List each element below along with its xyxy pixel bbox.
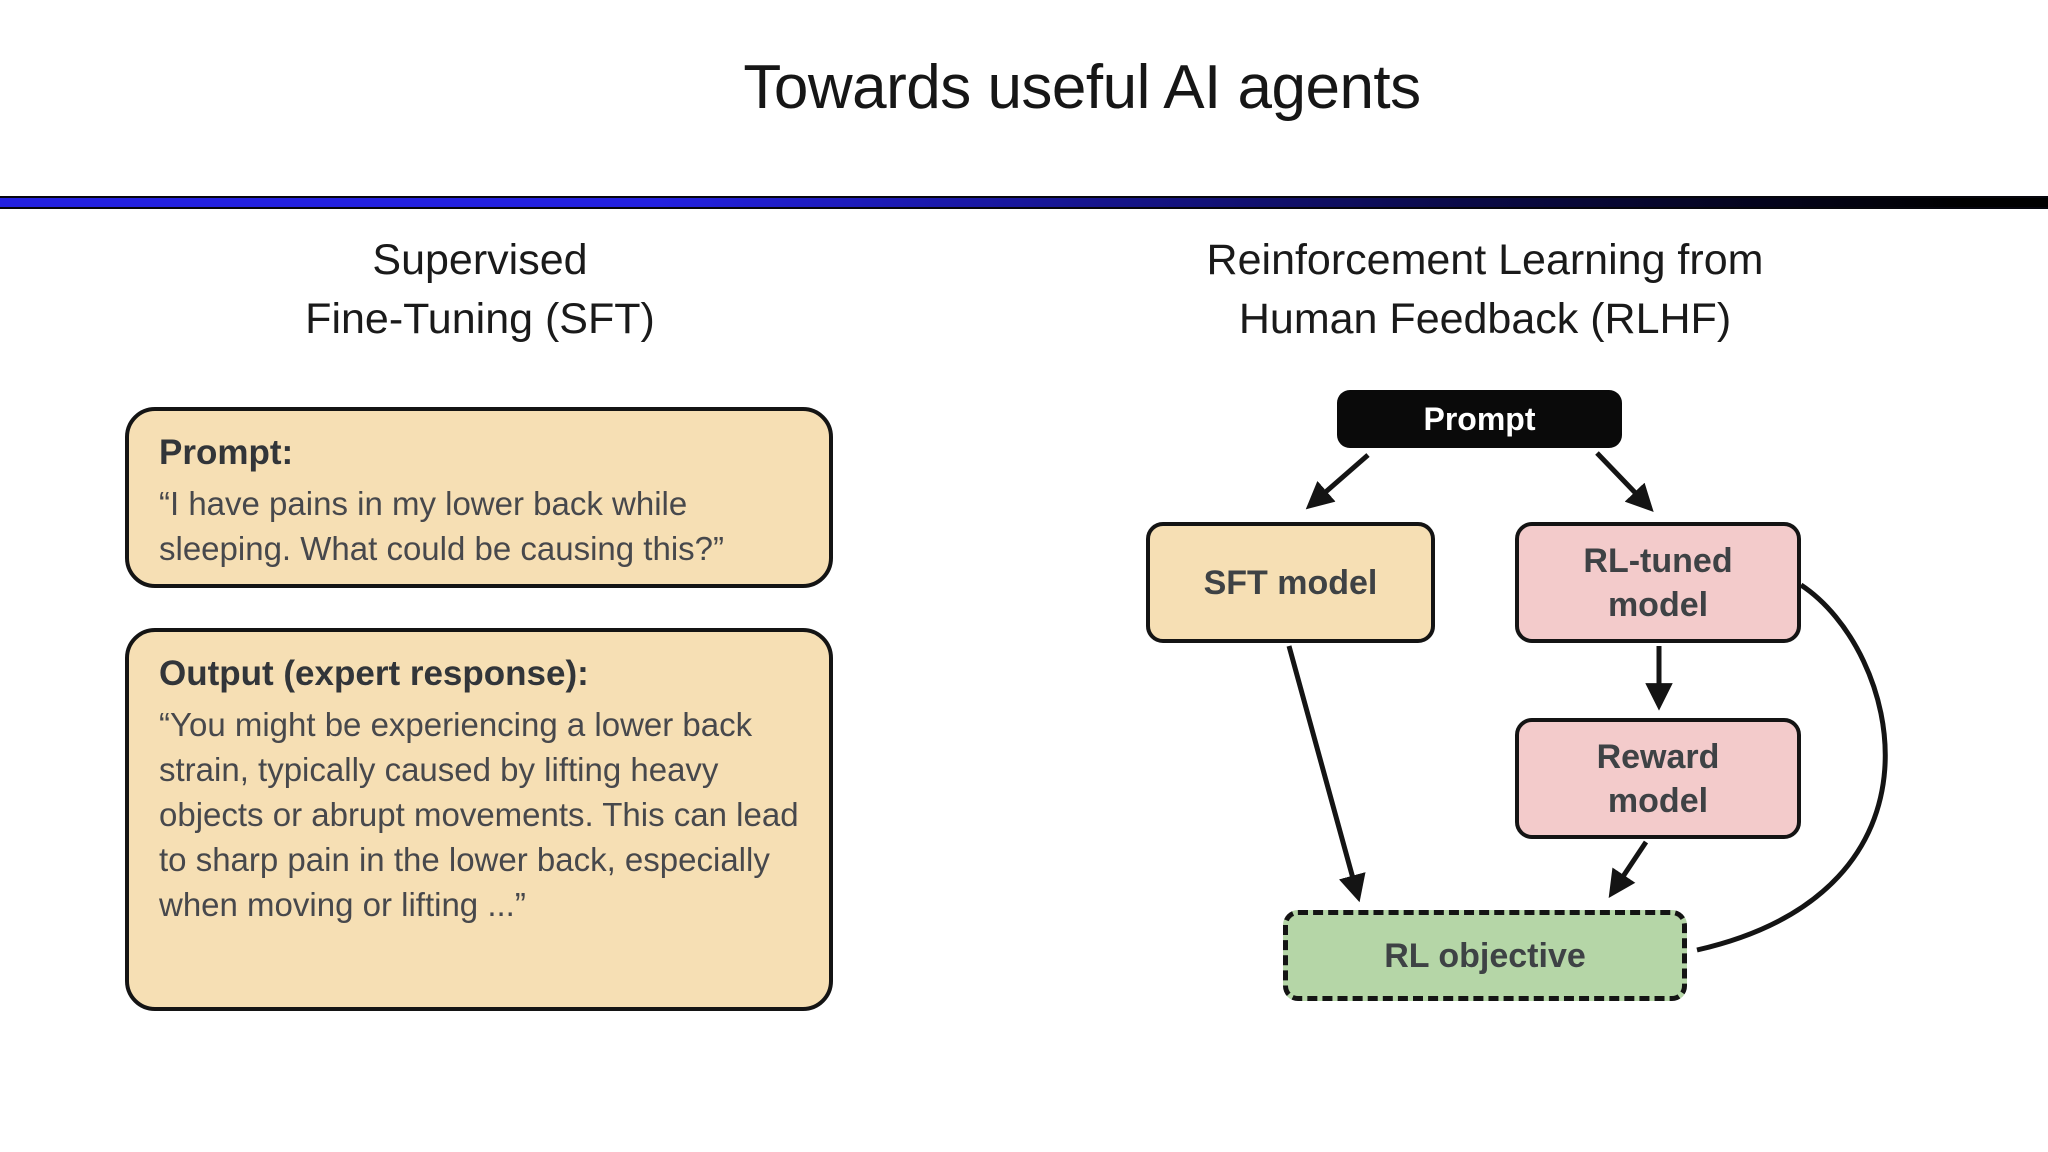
node-rl-objective: RL objective [1283,910,1687,1001]
rlhf-heading: Reinforcement Learning from Human Feedba… [1085,231,1885,349]
sft-heading: Supervised Fine-Tuning (SFT) [100,231,860,349]
prompt-card-body: “I have pains in my lower back while sle… [159,485,724,567]
arrow-prompt-to-sft-model [1305,453,1370,510]
node-sft-model: SFT model [1146,522,1435,643]
output-card: Output (expert response): “You might be … [125,628,833,1011]
slide-title: Towards useful AI agents [743,53,1421,122]
node-sft-model-label: SFT model [1203,563,1378,602]
node-reward-model: Reward model [1515,718,1801,839]
node-prompt: Prompt [1337,390,1622,448]
prompt-card-label: Prompt: [159,433,294,472]
node-rl-tuned-model: RL-tuned model [1515,522,1801,643]
sft-heading-line1: Supervised [372,236,588,284]
node-prompt-label: Prompt [1423,401,1536,437]
rlhf-heading-line1: Reinforcement Learning from [1206,236,1764,284]
rlhf-heading-line2: Human Feedback (RLHF) [1238,295,1732,343]
sft-heading-line2: Fine-Tuning (SFT) [305,295,655,343]
node-rl-tuned-model-label: RL-tuned model [1583,541,1733,624]
title-divider [0,196,2048,209]
arrow-prompt-to-rl-tuned-model [1595,451,1654,512]
output-card-body: “You might be experiencing a lower back … [159,706,799,923]
output-card-label: Output (expert response): [159,654,589,693]
node-reward-model-label: Reward model [1596,737,1720,820]
arrow-reward-to-rl-objective [1608,840,1649,899]
node-rl-objective-label: RL objective [1384,936,1586,975]
arrow-sft-model-to-rl-objective [1286,645,1366,903]
prompt-card: Prompt: “I have pains in my lower back w… [125,407,833,588]
